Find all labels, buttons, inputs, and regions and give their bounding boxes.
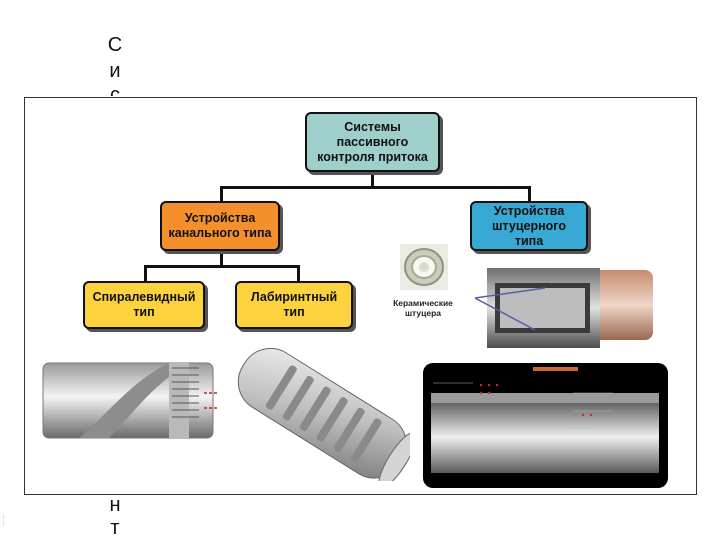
ceramic-caption: Керамические штуцера: [393, 298, 453, 318]
connector-to-labyrinth: [297, 265, 300, 281]
labyrinth-type-box: Лабиринтный тип: [235, 281, 353, 329]
edge-marks: ⁞⁞: [3, 515, 5, 527]
connector-horizontal-top: [220, 186, 530, 189]
ceramic-nozzle-photo: [400, 244, 448, 290]
spiral-type-box: Спиралевидный тип: [83, 281, 205, 329]
connector-horizontal-mid: [144, 265, 299, 268]
device-flow-cutaway-photo: [423, 363, 668, 488]
connector-to-nozzle: [528, 186, 531, 202]
spiral-device-illustration: [42, 362, 217, 439]
diagram-slide: Системы пассивного контроля притока Устр…: [24, 97, 697, 495]
connector-root-down: [371, 173, 374, 188]
side-letter-n: н: [109, 494, 121, 516]
connector-to-channel: [220, 186, 223, 202]
labyrinth-device-illustration: [237, 347, 410, 481]
channel-type-box: Устройства канального типа: [160, 201, 280, 251]
connector-to-spiral: [144, 265, 147, 281]
side-letter-1: С: [107, 34, 123, 56]
connector-channel-down: [220, 251, 223, 266]
nozzle-type-box: Устройства штуцерного типа: [470, 201, 588, 251]
root-box: Системы пассивного контроля притока: [305, 112, 440, 172]
nozzle-device-cutaway: [475, 268, 653, 348]
side-letter-t: т: [110, 517, 120, 539]
side-letter-3: с: [110, 84, 120, 96]
side-letter-2: и: [109, 60, 121, 82]
